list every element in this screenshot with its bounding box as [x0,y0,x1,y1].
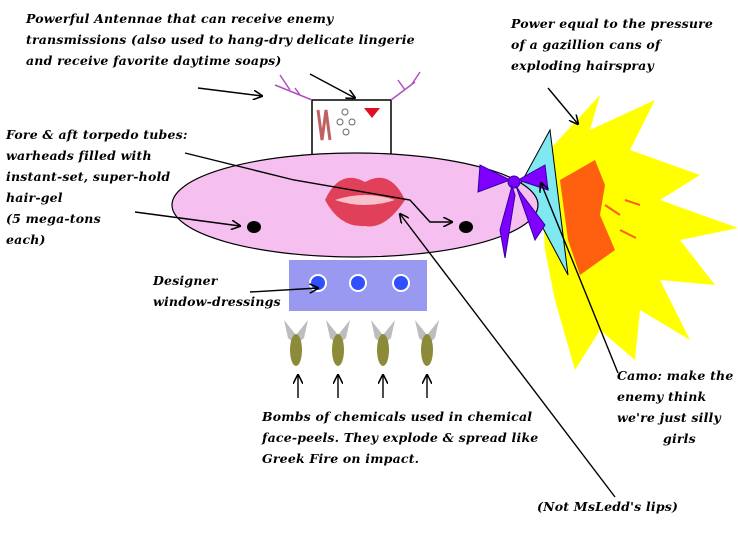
camo-label: Camo: make the enemy think we're just si… [617,365,733,449]
power-label-line: Power equal to the pressure [511,16,714,31]
torpedo-label-line: warheads filled with [6,148,152,163]
window-label-line: window-dressings [153,294,281,309]
bomb-icon [284,320,439,366]
antennae-label-line: Powerful Antennae that can receive enemy [26,11,334,26]
camo-label-line: girls [663,431,696,446]
lingerie-icon [316,108,380,141]
power-label-line: of a gazillion cans of [511,37,661,52]
camo-label-line: Camo: make the [617,368,734,383]
torpedo-label-line: Fore & aft torpedo tubes: [6,127,188,142]
arrow-icon [134,73,619,498]
blast-core-icon [560,160,615,275]
bombs-label-line: Greek Fire on impact. [262,451,420,466]
lips-label: (Not MsLedd's lips) [537,496,678,517]
bombs-label-line: Bombs of chemicals used in chemical [262,409,533,424]
antenna-icon [274,71,421,101]
torpedo-label-line: each) [6,232,46,247]
torpedo-label-line: hair-gel [6,190,63,205]
power-label: Power equal to the pressure of a gazilli… [511,13,713,76]
window-label: Designer window-dressings [153,270,281,312]
lips-label-line: (Not MsLedd's lips) [537,499,679,514]
antennae-label-line: transmissions (also used to hang-dry del… [26,32,415,47]
camo-label-line: we're just silly [617,410,721,425]
bombs-label-line: face-peels. They explode & spread like [262,430,539,445]
torpedo-label: Fore & aft torpedo tubes: warheads fille… [6,124,188,250]
torpedo-label-line: instant-set, super-hold [6,169,171,184]
torpedo-label-line: (5 mega-tons [6,211,101,226]
window-label-line: Designer [153,273,218,288]
bombs-label: Bombs of chemicals used in chemical face… [262,406,538,469]
camo-label-line: enemy think [617,389,707,404]
antennae-label: Powerful Antennae that can receive enemy… [26,8,415,71]
camo-panel [519,128,569,276]
antennae-label-line: and receive favorite daytime soaps) [26,53,282,68]
aft-torpedo-tube [459,221,473,233]
fore-torpedo-tube [247,221,261,233]
power-label-line: exploding hairspray [511,58,654,73]
lips-icon [325,177,405,227]
porthole-icon [309,274,410,292]
